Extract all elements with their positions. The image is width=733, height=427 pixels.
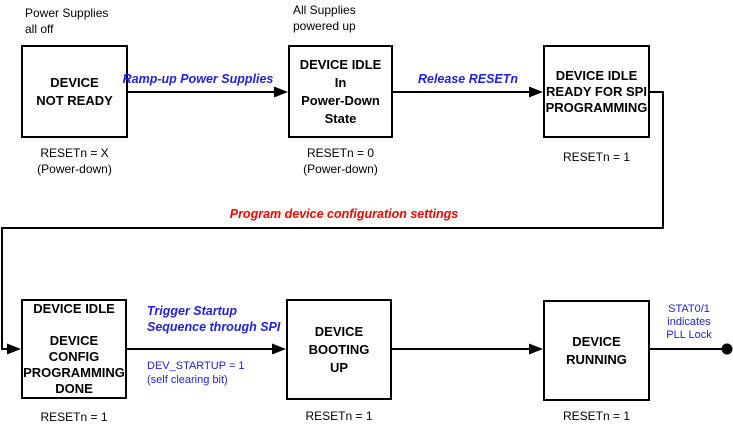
transition-text: DEV_STARTUP = 1 (self clearing bit) (147, 360, 245, 386)
note-text: RESETn = X (Power-down) (37, 146, 112, 176)
transition-sublabel-dev-startup: DEV_STARTUP = 1 (self clearing bit) (147, 359, 245, 387)
note-resetn-x: RESETn = X (Power-down) (21, 145, 128, 177)
note-text: RESETn = 1 (305, 409, 373, 423)
state-label: DEVICE IDLE DEVICE CONFIG PROGRAMMING DO… (23, 301, 125, 396)
state-box-device-running: DEVICE RUNNING (543, 300, 650, 401)
note-text: All Supplies powered up (293, 3, 356, 33)
note-resetn-1-booting: RESETn = 1 (286, 408, 392, 424)
state-label: DEVICE NOT READY (36, 74, 113, 108)
end-dot (721, 343, 733, 355)
transition-text: Program device configuration settings (229, 207, 459, 221)
arrow-booting-to-running-head (529, 343, 543, 355)
arrow-trigger-startup-head (272, 343, 286, 355)
state-label: DEVICE RUNNING (566, 333, 627, 367)
transition-label-release-resetn: Release RESETn (393, 71, 543, 87)
note-text: RESETn = 1 (40, 410, 108, 424)
transition-label-program-config: Program device configuration settings (184, 206, 504, 222)
state-box-device-not-ready: DEVICE NOT READY (21, 45, 128, 138)
note-text: RESETn = 1 (562, 150, 631, 164)
note-resetn-1-running: RESETn = 1 (543, 408, 650, 424)
output-indicator-label: STAT0/1 indicates PLL Lock (651, 303, 727, 342)
state-label: DEVICE BOOTING UP (308, 323, 370, 375)
note-text: Power Supplies all off (25, 6, 109, 36)
transition-text: Trigger Startup Sequence through SPI (147, 304, 281, 334)
note-resetn-1-top: RESETn = 1 (543, 149, 650, 165)
state-label: DEVICE IDLE In Power-Down State (299, 56, 382, 126)
feedback-path-head (7, 343, 21, 355)
state-box-device-booting-up: DEVICE BOOTING UP (286, 299, 392, 400)
state-box-idle-ready-for-spi: DEVICE IDLE READY FOR SPI PROGRAMMING (543, 45, 650, 138)
transition-label-trigger-startup: Trigger Startup Sequence through SPI (147, 303, 280, 335)
note-resetn-1-config-done: RESETn = 1 (21, 409, 127, 425)
state-box-idle-power-down: DEVICE IDLE In Power-Down State (288, 45, 393, 138)
arrow-ramp-up-head (274, 86, 288, 98)
transition-label-ramp-up: Ramp-up Power Supplies (117, 71, 279, 87)
note-text: RESETn = 0 (Power-down) (303, 146, 378, 176)
note-power-supplies-off: Power Supplies all off (25, 5, 108, 37)
feedback-path (1, 91, 664, 350)
state-label: DEVICE IDLE READY FOR SPI PROGRAMMING (545, 67, 648, 115)
note-all-supplies-powered: All Supplies powered up (293, 2, 356, 34)
state-box-config-programming-done: DEVICE IDLE DEVICE CONFIG PROGRAMMING DO… (21, 299, 127, 399)
note-resetn-0: RESETn = 0 (Power-down) (288, 145, 393, 177)
note-text: RESETn = 1 (562, 409, 631, 423)
arrow-release-resetn-head (529, 86, 543, 98)
transition-text: Ramp-up Power Supplies (122, 72, 274, 86)
transition-text: STAT0/1 indicates PLL Lock (666, 303, 712, 341)
transition-text: Release RESETn (417, 72, 519, 86)
